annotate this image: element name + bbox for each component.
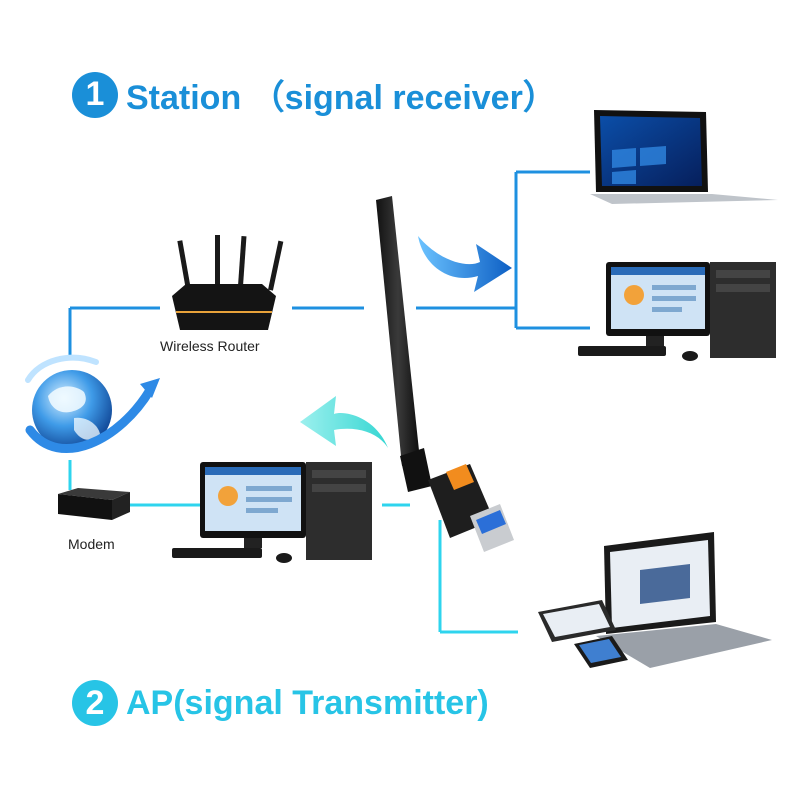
tablet-icon bbox=[538, 600, 616, 642]
wireless-router-icon bbox=[172, 235, 284, 330]
modem-label: Modem bbox=[68, 536, 115, 552]
globe-icon bbox=[25, 354, 160, 453]
ap-heading: 2 AP(signal Transmitter) bbox=[72, 680, 489, 726]
modem-icon bbox=[58, 488, 130, 520]
ap-heading-text: AP(signal Transmitter) bbox=[126, 683, 489, 722]
desktop-pc-icon bbox=[172, 462, 372, 563]
laptop-icon bbox=[590, 110, 778, 204]
ap-number-badge: 2 bbox=[72, 680, 118, 726]
receive-arrow-icon bbox=[418, 236, 512, 292]
station-heading: 1 Station （signal receiver） bbox=[72, 70, 557, 119]
station-heading-text: Station （signal receiver） bbox=[126, 79, 557, 117]
station-number-badge: 1 bbox=[72, 71, 118, 118]
desktop-pc-icon bbox=[578, 262, 776, 361]
laptop-icon bbox=[596, 532, 772, 668]
transmit-arrow-icon bbox=[300, 396, 388, 448]
smartphone-icon bbox=[574, 636, 628, 668]
station-connection-lines bbox=[68, 170, 590, 360]
router-label: Wireless Router bbox=[160, 338, 260, 354]
wifi-usb-adapter-icon bbox=[376, 196, 514, 552]
ap-connection-lines bbox=[68, 460, 518, 634]
